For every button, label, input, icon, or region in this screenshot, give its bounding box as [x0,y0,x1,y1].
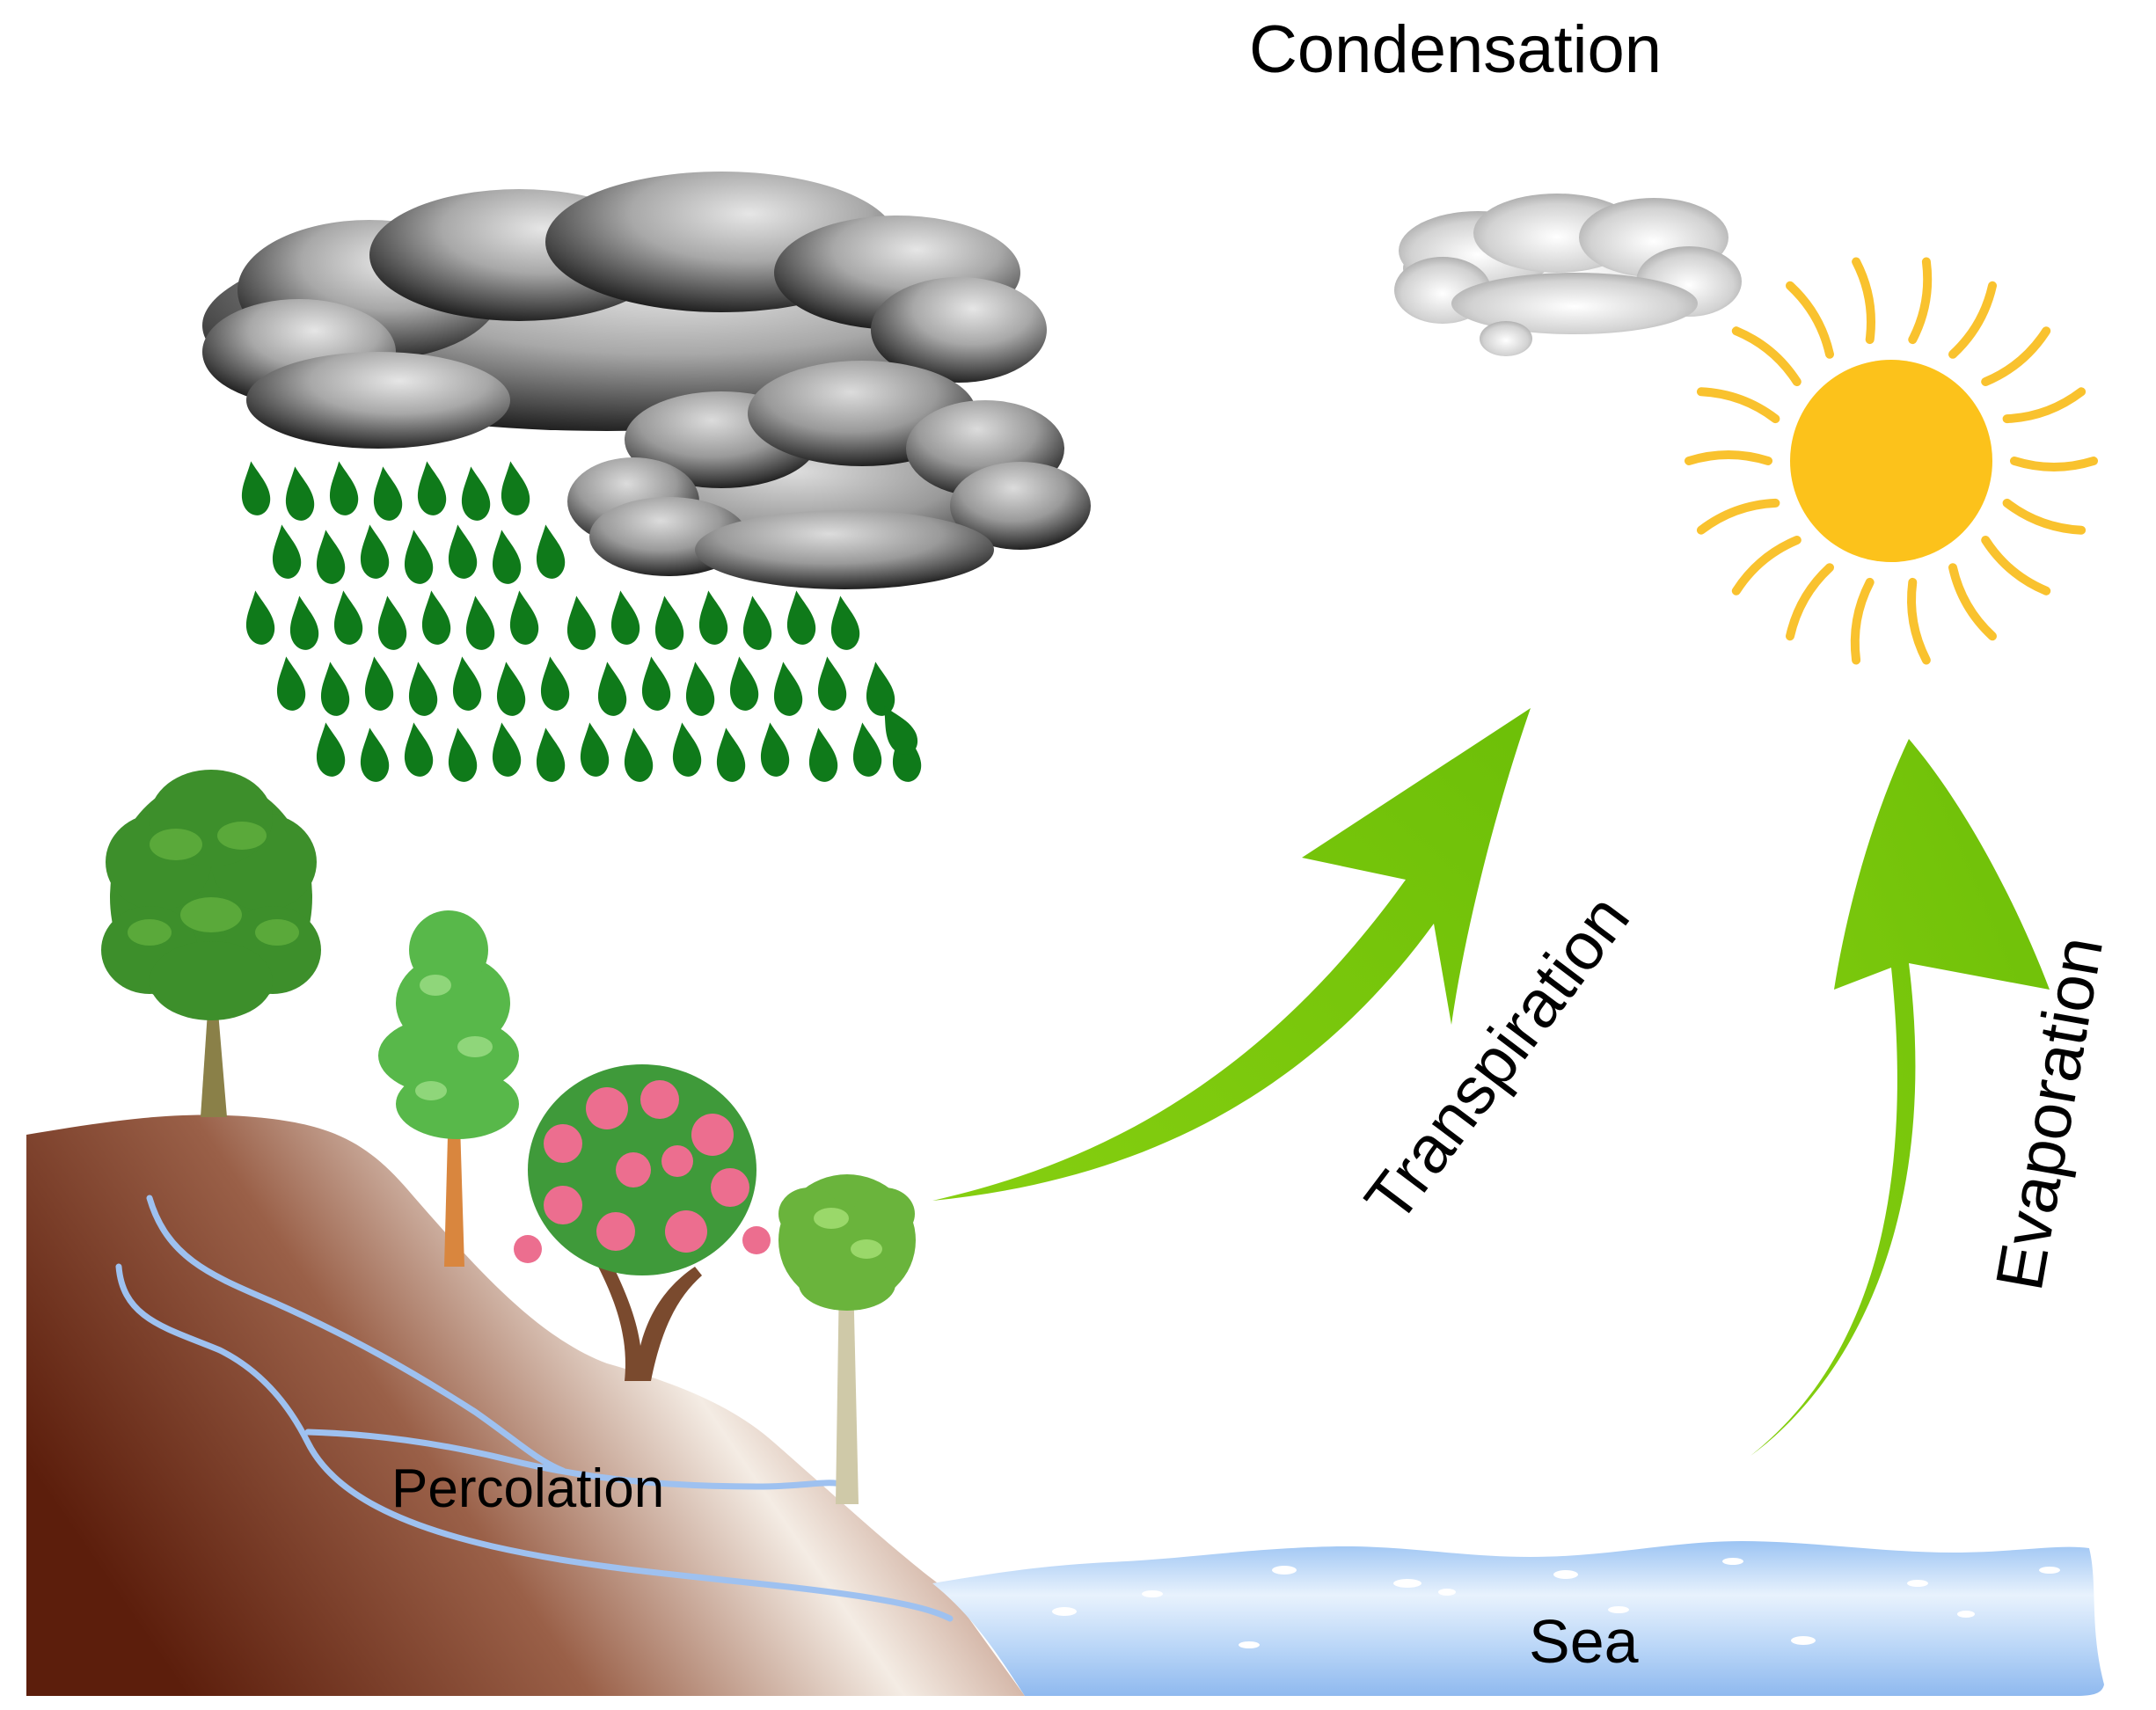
sun-ray [1696,387,1780,424]
raindrop-icon [826,594,862,652]
condensation-cloud-icon [1394,194,1742,356]
raindrop-icon [404,660,440,718]
sun-ray [1696,498,1780,535]
raindrop-icon [813,654,849,712]
raindrop-icon [848,720,884,778]
raindrop-icon [267,522,303,581]
sun-ray [2002,498,2087,535]
raindrop-icon [373,594,409,652]
sun-ray [2002,387,2087,424]
percolation-lines [115,1195,954,1622]
raindrop-icon [461,594,497,652]
sun-icon [1685,257,2098,665]
raindrop-icon [650,594,686,652]
raindrop-icon [492,660,528,718]
sun-ray [1685,450,1772,465]
raindrop-icon [694,588,730,647]
raindrop-icon [325,459,361,517]
sun-ray [1948,563,1997,641]
raindrop-icon [237,459,273,517]
raindrop-icon [457,464,493,522]
raindrop-icon [562,594,598,652]
raindrop-icon [329,588,365,647]
raindrop-icon [575,720,611,778]
raindrop-icon [725,654,761,712]
tree-icon [514,1064,771,1381]
raindrop-icon [413,459,449,517]
raindrop-icon [285,594,321,652]
raindrop-icon [606,588,642,647]
raindrop-icon [311,528,347,586]
raindrop-icon [369,464,405,522]
evaporation-arrow-icon [1750,739,2050,1456]
raindrop-icon [531,726,567,784]
raindrop-icon [241,588,277,647]
percolation-label: Percolation [391,1458,664,1519]
tree-icon [101,770,321,1117]
condensation-label: Condensation [1249,12,1662,87]
sun-ray [2010,457,2098,471]
raindrop-icon [712,726,748,784]
raindrop-icon [782,588,818,647]
raindrop-icon [448,654,484,712]
sun-ray [1786,281,1834,359]
raindrop-icon [417,588,453,647]
raindrop-icon [861,660,897,718]
raindrop-icon [637,654,673,712]
sun-ray [1907,577,1931,665]
sun-ray [1850,577,1875,665]
raindrop-icon [360,654,396,712]
raindrop-icon [681,660,717,718]
sun-ray [1731,536,1802,596]
raindrop-icon [531,522,567,581]
sun-ray [1981,536,2051,596]
sun-ray [1908,257,1933,345]
raindrop-icon [496,459,532,517]
raindrop-icon [769,660,805,718]
raindrop-icon [536,654,572,712]
sun-ray [1852,257,1875,345]
tree-icon [378,910,519,1267]
sea-label: Sea [1529,1607,1639,1676]
tree-icon [778,1174,916,1504]
sun-ray [1731,326,1802,386]
raindrop-icon [505,588,541,647]
rain-cloud-small-icon [567,361,1091,589]
raindrop-icon [399,720,435,778]
raindrop-icon [738,594,774,652]
raindrop-icon [443,726,479,784]
sea-water [932,1541,2104,1696]
rain-cloud-icon [202,172,1047,449]
evaporation-label: Evaporation [1982,932,2117,1296]
sun-ray [1786,563,1834,641]
raindrop-icon [311,720,347,778]
raindrop-icon [272,654,308,712]
raindrop-icon [443,522,479,581]
raindrop-icon [593,660,629,718]
raindrop-icon [668,720,704,778]
raindrop-icon [355,522,391,581]
raindrop-icon [281,464,317,522]
raindrop-icon [619,726,655,784]
raindrop-icon [487,720,523,778]
raindrop-icon [316,660,352,718]
hill-soil [26,1114,1025,1696]
raindrop-icon [756,720,792,778]
raindrop-icon [487,528,523,586]
raindrop-icon [355,726,391,784]
sun-ray [1981,326,2051,386]
raindrop-icon [804,726,840,784]
sun-ray [1948,281,1997,359]
raindrop-icon [399,528,435,586]
transpiration-arrow-icon [932,708,1531,1201]
